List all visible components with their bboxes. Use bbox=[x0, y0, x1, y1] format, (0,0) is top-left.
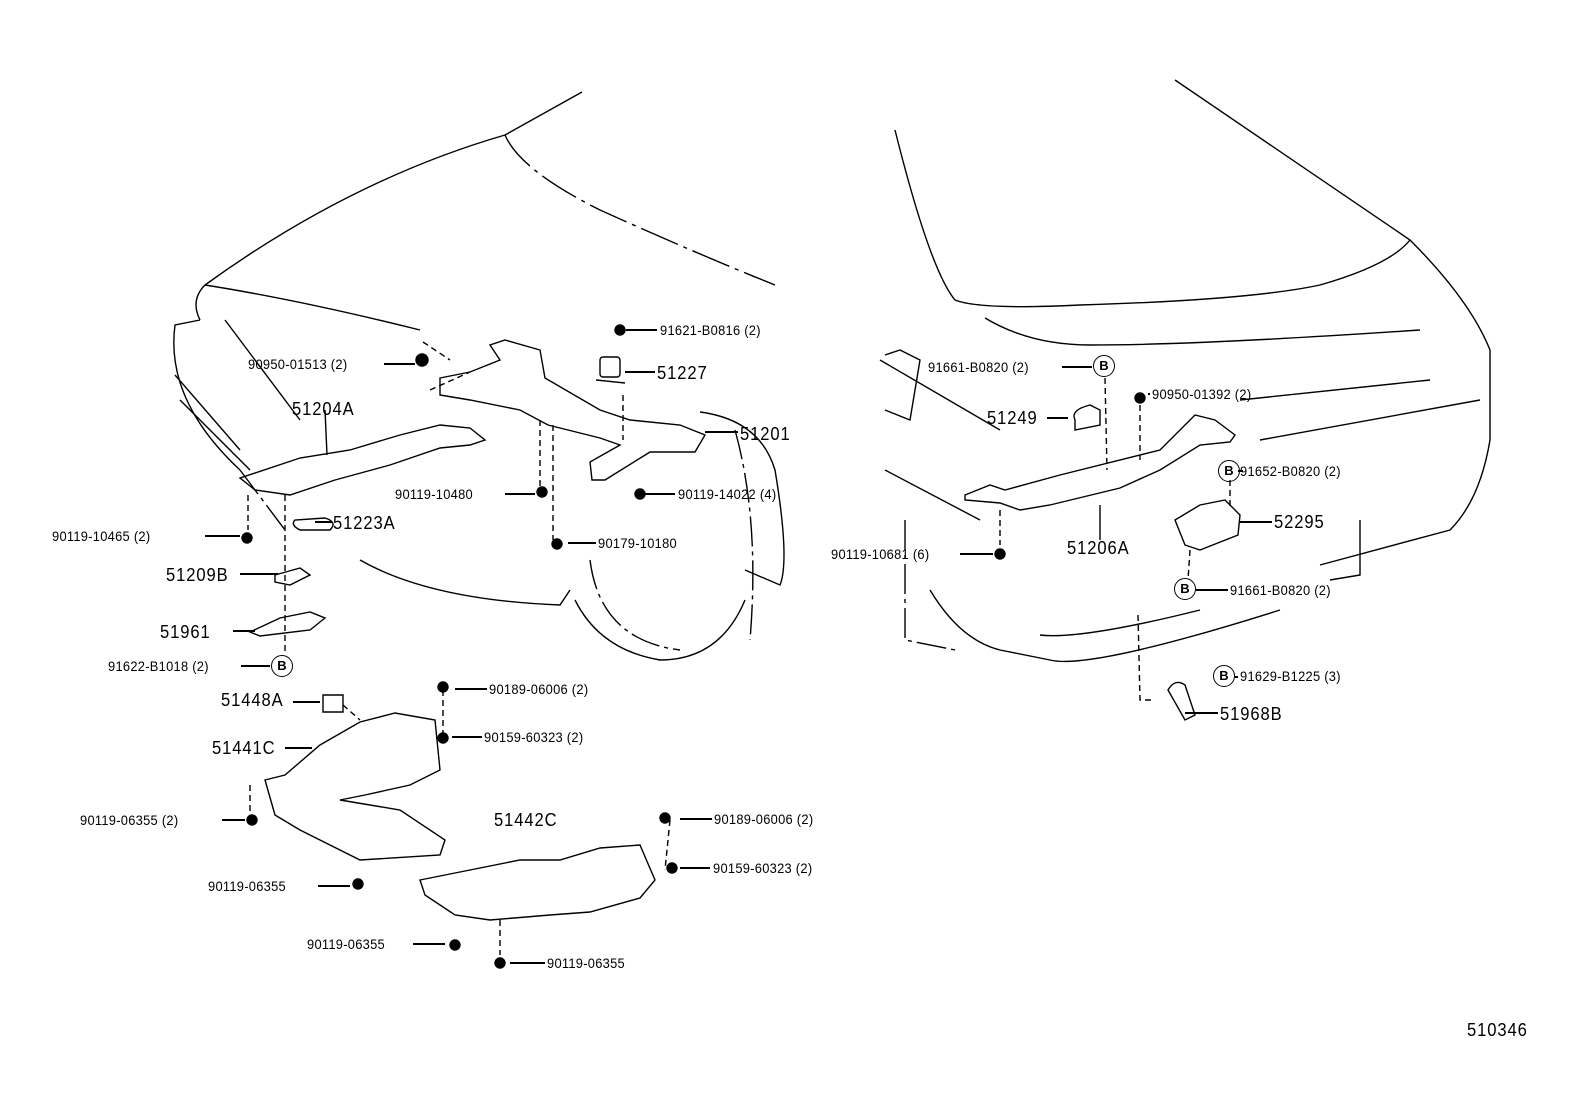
part-label: 91652-B0820 (2) bbox=[1240, 463, 1341, 479]
part-label: 90189-06006 (2) bbox=[714, 811, 814, 827]
part-label: 90119-10465 (2) bbox=[52, 528, 151, 544]
part-label: 51206A bbox=[1067, 538, 1130, 558]
part-label: 51209B bbox=[166, 565, 229, 585]
rear-crossmember-sketch bbox=[964, 377, 1241, 721]
part-label: 90159-60323 (2) bbox=[713, 860, 813, 876]
part-label: 51961 bbox=[160, 622, 211, 642]
part-label: 90119-10480 bbox=[395, 486, 474, 502]
engine-undercover-sketch bbox=[249, 690, 671, 955]
part-label: 90179-10180 bbox=[598, 535, 677, 551]
part-label: 51441C bbox=[212, 738, 276, 758]
bolt-marker-icon: B bbox=[271, 655, 293, 677]
part-label: 91661-B0820 (2) bbox=[928, 359, 1029, 375]
part-label: 90119-06355 bbox=[208, 878, 287, 894]
part-label: 90159-60323 (2) bbox=[484, 729, 584, 745]
leader-lines bbox=[205, 329, 1272, 964]
part-label: 51227 bbox=[657, 363, 708, 383]
front-crossmember-sketch bbox=[238, 339, 707, 655]
part-label: 90950-01392 (2) bbox=[1152, 386, 1252, 402]
part-label: 52295 bbox=[1274, 512, 1325, 532]
fastener-icons bbox=[241, 324, 1146, 969]
front-car-outline bbox=[173, 91, 785, 661]
part-label: 91621-B0816 (2) bbox=[660, 322, 761, 338]
part-label: 90189-06006 (2) bbox=[489, 681, 589, 697]
bolt-marker-icon: B bbox=[1093, 355, 1115, 377]
bolt-marker-icon: B bbox=[1174, 578, 1196, 600]
part-label: 51223A bbox=[333, 513, 396, 533]
part-label: 51448A bbox=[221, 690, 284, 710]
part-label: 91622-B1018 (2) bbox=[108, 658, 209, 674]
part-label: 51968B bbox=[1220, 704, 1283, 724]
bolt-marker-icon: B bbox=[1218, 460, 1240, 482]
part-label: 51201 bbox=[740, 424, 791, 444]
part-label: 90119-06355 bbox=[547, 955, 626, 971]
part-label: 90950-01513 (2) bbox=[248, 356, 348, 372]
part-label: 51442C bbox=[494, 810, 558, 830]
part-label: 51204A bbox=[292, 399, 355, 419]
part-label: 90119-06355 bbox=[307, 936, 386, 952]
part-label: 90119-10681 (6) bbox=[831, 546, 930, 562]
rear-car-outline bbox=[879, 79, 1491, 663]
part-label: 90119-14022 (4) bbox=[678, 486, 777, 502]
part-label: 91629-B1225 (3) bbox=[1240, 668, 1341, 684]
part-label: 51249 bbox=[987, 408, 1038, 428]
bolt-marker-icon: B bbox=[1213, 665, 1235, 687]
part-label: 90119-06355 (2) bbox=[80, 812, 179, 828]
part-label: 91661-B0820 (2) bbox=[1230, 582, 1331, 598]
diagram-id: 510346 bbox=[1467, 1020, 1528, 1040]
